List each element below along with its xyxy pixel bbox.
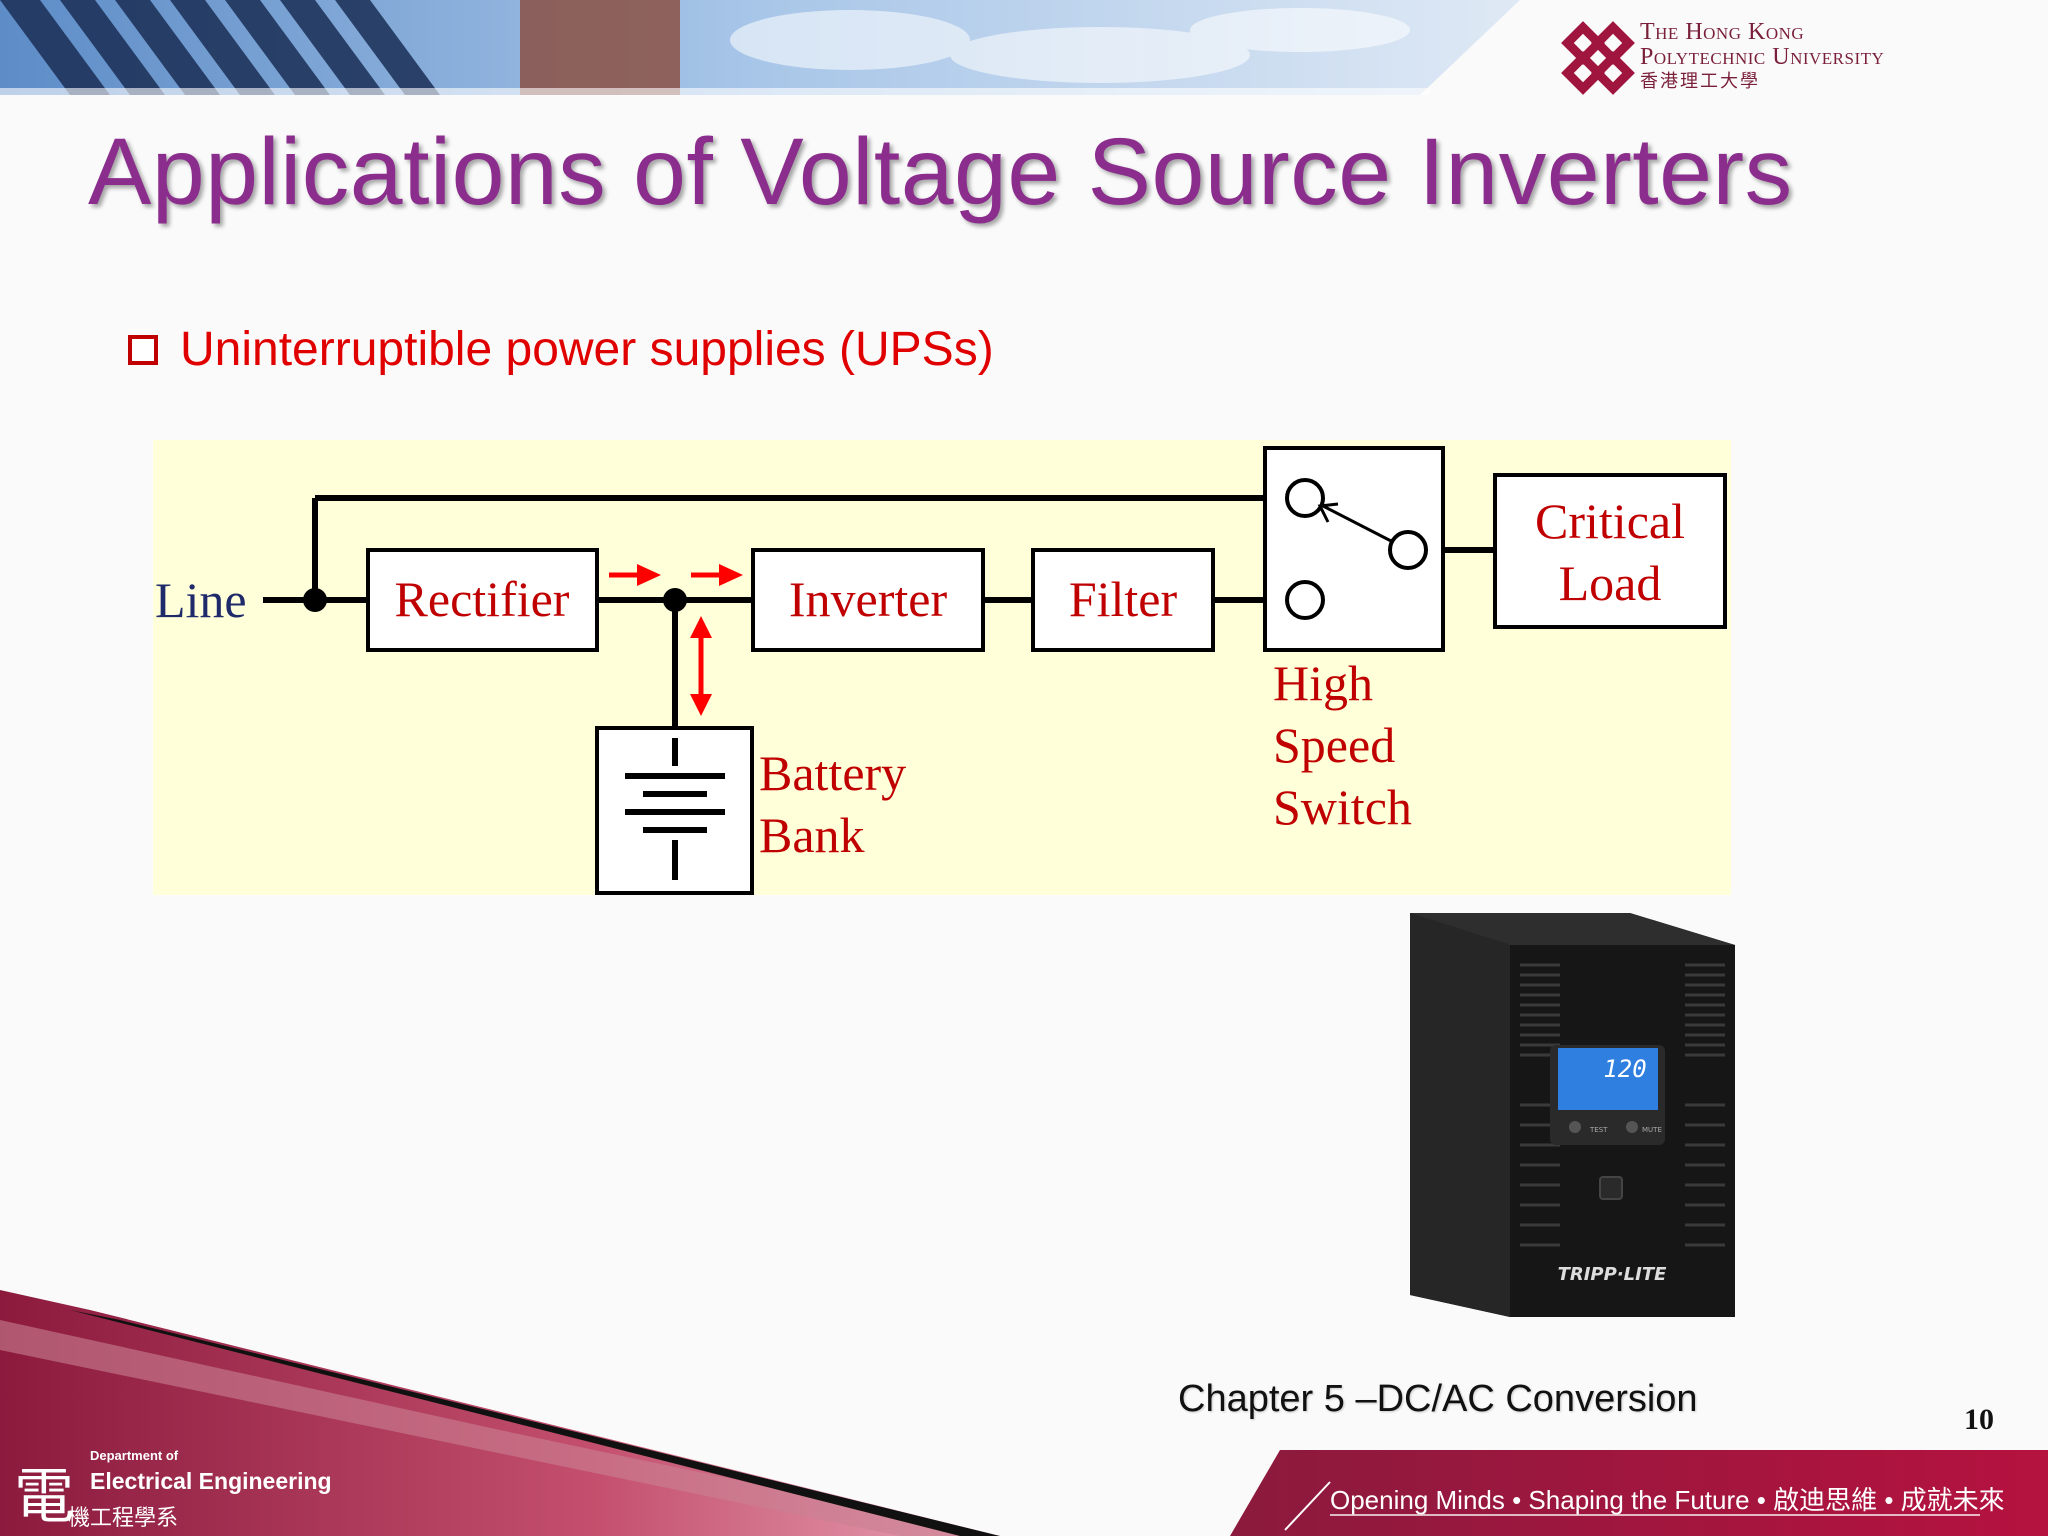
header-banner-photo xyxy=(0,0,1520,95)
bullet-text: Uninterruptible power supplies (UPSs) xyxy=(180,323,994,376)
inverter-block: Inverter xyxy=(751,548,985,652)
polyu-logo-icon xyxy=(1561,21,1635,95)
ups-test-button[interactable] xyxy=(1569,1121,1581,1133)
ups-block-diagram: Rectifier Inverter Filter Critical Load xyxy=(153,440,1731,895)
university-name: The Hong Kong Polytechnic University 香港理… xyxy=(1640,19,1980,92)
ups-power-button[interactable] xyxy=(1599,1176,1623,1200)
bullet-item: Uninterruptible power supplies (UPSs) xyxy=(128,322,994,377)
critical-load-block: Critical Load xyxy=(1493,473,1727,629)
power-flow-arrows xyxy=(609,564,743,716)
battery-icon xyxy=(625,738,725,880)
ups-mute-label: MUTE xyxy=(1642,1126,1662,1134)
critical-load-label-line2: Load xyxy=(1559,555,1662,611)
department-prefix: Department of xyxy=(90,1448,179,1463)
department-glyph: 電 xyxy=(14,1462,74,1532)
critical-load-label-line1: Critical xyxy=(1535,493,1685,549)
page-number: 10 xyxy=(1964,1403,1994,1436)
diagram-background xyxy=(153,440,1731,895)
chapter-footer: Chapter 5 –DC/AC Conversion xyxy=(1178,1378,1698,1420)
university-name-chinese: 香港理工大學 xyxy=(1640,71,1760,92)
filter-label: Filter xyxy=(1069,571,1178,627)
battery-label-line1: Battery xyxy=(759,745,906,801)
ups-test-label: TEST xyxy=(1589,1126,1608,1134)
ups-device-image: 120 TEST MUTE TRIPP·LITE xyxy=(1410,913,1735,1317)
high-speed-switch xyxy=(1263,446,1445,652)
battery-label-line2: Bank xyxy=(759,807,865,863)
ups-display-value: 120 xyxy=(1603,1055,1646,1083)
department-name: Electrical Engineering xyxy=(90,1468,332,1494)
ups-brand-logo: TRIPP·LITE xyxy=(1558,1264,1668,1285)
switch-label-line3: Switch xyxy=(1273,779,1412,835)
inverter-label: Inverter xyxy=(789,571,948,627)
switch-label-line2: Speed xyxy=(1273,717,1395,773)
ups-lcd-display xyxy=(1558,1048,1658,1110)
rectifier-label: Rectifier xyxy=(395,571,570,627)
ups-mute-button[interactable] xyxy=(1626,1121,1638,1133)
battery-bank-block xyxy=(595,726,754,895)
filter-block: Filter xyxy=(1031,548,1215,652)
footer-decoration xyxy=(0,1290,2048,1536)
department-name-chinese: 機工程學系 xyxy=(68,1505,179,1530)
rectifier-block: Rectifier xyxy=(366,548,599,652)
bullet-square-icon xyxy=(128,334,158,365)
line-label: Line xyxy=(155,572,247,628)
university-name-line2: Polytechnic University xyxy=(1640,44,1885,71)
university-slogan: Opening Minds • Shaping the Future • 啟迪思… xyxy=(1330,1485,2005,1515)
university-name-line1: The Hong Kong xyxy=(1640,19,1805,45)
switch-label-line1: High xyxy=(1273,655,1373,711)
slide-title: Applications of Voltage Source Inverters xyxy=(88,119,1793,225)
